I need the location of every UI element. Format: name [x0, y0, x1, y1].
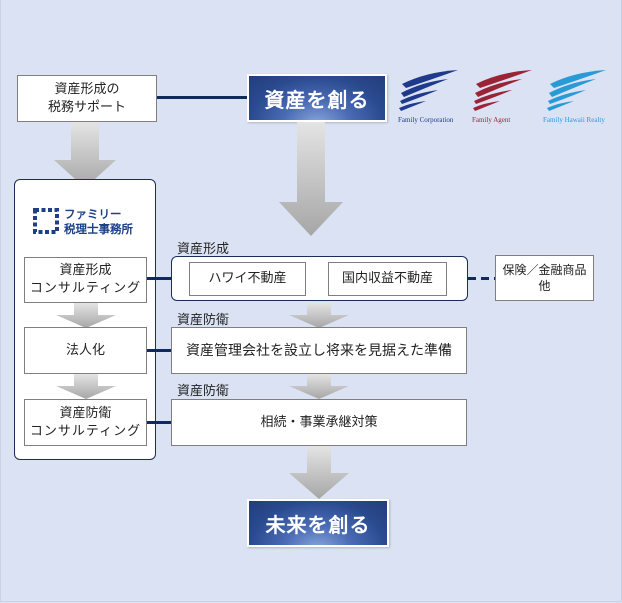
create-assets-title: 資産を創る	[264, 87, 370, 112]
brand-name-family-corporation: Family Corporation	[398, 116, 454, 124]
connector-step2	[147, 349, 172, 352]
connector-top	[157, 96, 249, 99]
family-agent-logo-icon	[473, 70, 532, 111]
brand-name-family-hawaii-realty: Family Hawaii Realty	[543, 116, 605, 124]
hawaii-real-estate-label: ハワイ不動産	[208, 271, 287, 286]
tax-office-name-line2: 税理士事務所	[64, 222, 133, 236]
arrow-down-left-top	[54, 122, 116, 188]
arrow-down-left-2	[56, 374, 116, 399]
insurance-financial-line2: 他	[538, 279, 551, 293]
brand-name-family-agent: Family Agent	[472, 116, 511, 124]
asset-management-company-label: 資産管理会社を設立し将来を見据えた準備	[186, 342, 452, 359]
domestic-real-estate-box: 国内収益不動産	[328, 262, 447, 296]
create-assets-banner: 資産を創る	[247, 74, 387, 122]
section-label-asset-defense-1: 資産防衛	[177, 313, 230, 328]
family-corporation-logo-icon	[399, 70, 458, 111]
tax-support-box: 資産形成の 税務サポート	[17, 75, 157, 122]
family-hawaii-realty-logo-icon	[547, 70, 606, 111]
arrow-down-center-large	[279, 122, 343, 236]
arrow-down-center-3	[289, 446, 349, 499]
hawaii-real-estate-box: ハワイ不動産	[189, 262, 306, 296]
insurance-financial-line1: 保険／金融商品	[502, 263, 587, 277]
section-label-asset-defense-2: 資産防衛	[177, 384, 230, 399]
domestic-real-estate-label: 国内収益不動産	[341, 271, 433, 286]
arrow-down-center-2	[289, 374, 349, 399]
arrow-down-center-1	[289, 303, 349, 328]
tax-office-name-line1: ファミリー	[64, 207, 122, 221]
connector-step1	[147, 277, 171, 280]
tax-support-line2: 税務サポート	[47, 99, 126, 115]
asset-defense-consulting-line2: コンサルティング	[29, 423, 142, 439]
incorporation-label: 法人化	[65, 342, 105, 358]
create-future-title: 未来を創る	[265, 512, 371, 537]
create-future-banner: 未来を創る	[247, 499, 389, 547]
asset-formation-consulting-line1: 資産形成	[59, 263, 112, 278]
insurance-financial-box: 保険／金融商品 他	[495, 255, 594, 301]
connector-step3	[147, 421, 172, 424]
tax-office-name: ファミリー 税理士事務所	[64, 207, 133, 237]
section-label-asset-formation: 資産形成	[177, 242, 230, 257]
tax-office-logo-icon	[33, 208, 59, 234]
inheritance-succession-label: 相続・事業承継対策	[260, 414, 378, 430]
connector-dashed-insurance	[468, 277, 495, 280]
asset-defense-consulting-box: 資産防衛 コンサルティング	[24, 399, 147, 446]
asset-management-company-box: 資産管理会社を設立し将来を見据えた準備	[171, 327, 467, 374]
arrow-down-left-1	[56, 303, 116, 328]
asset-formation-consulting-line2: コンサルティング	[29, 281, 142, 296]
asset-defense-consulting-line1: 資産防衛	[59, 405, 112, 421]
asset-formation-consulting-box: 資産形成 コンサルティング	[24, 257, 147, 303]
tax-support-line1: 資産形成の	[54, 81, 120, 97]
incorporation-box: 法人化	[24, 327, 147, 374]
inheritance-succession-box: 相続・事業承継対策	[171, 399, 467, 446]
